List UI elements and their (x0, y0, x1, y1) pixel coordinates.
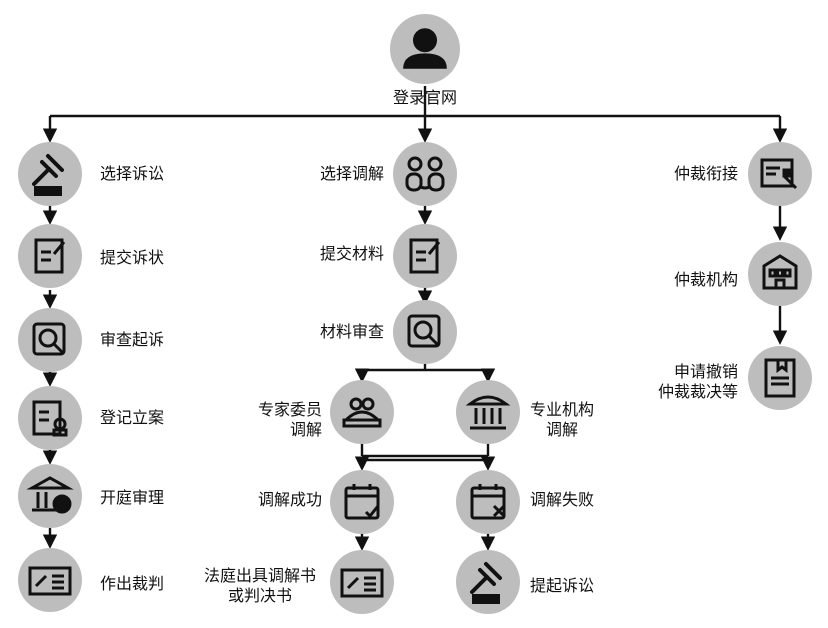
expert-committee-mediation-node (330, 380, 394, 444)
registration-form-icon (32, 400, 68, 437)
committee-table-icon (342, 397, 382, 428)
mediation-step-3-label: 材料审查 (319, 322, 384, 341)
institution-building-icon (465, 395, 511, 430)
root-label: 登录官网 (392, 88, 457, 107)
expert-mediation-line1: 专家委员 (257, 400, 322, 419)
bookmark-document-icon (764, 358, 796, 398)
courthouse-icon (26, 476, 74, 514)
court-issues-document-node (330, 550, 394, 614)
arbitration-final-line2: 仲裁裁决等 (657, 382, 738, 401)
mediation-success-label: 调解成功 (257, 490, 322, 509)
apply-revoke-award-node (748, 346, 812, 410)
file-lawsuit-node (456, 550, 520, 614)
judgment-certificate-icon (28, 566, 72, 596)
submit-complaint-node (18, 224, 82, 288)
register-case-node (18, 386, 82, 450)
mediation-failure-result-label: 提起诉讼 (530, 576, 595, 595)
arbitration-step-2-label: 仲裁机构 (673, 270, 738, 289)
user-icon (403, 28, 447, 69)
expert-mediation-line2: 调解 (289, 420, 322, 439)
select-mediation-node (393, 142, 457, 206)
submit-materials-node (393, 224, 457, 288)
litigation-step-6-label: 作出裁判 (100, 574, 165, 593)
litigation-step-1-label: 选择诉讼 (100, 164, 165, 183)
mediation-step-1-label: 选择调解 (319, 164, 384, 183)
arbitration-document-icon (760, 158, 798, 190)
calendar-x-icon (470, 484, 506, 520)
edit-document-icon (34, 238, 66, 274)
arbitration-final-label: 申请撤销 仲裁裁决等 (630, 362, 738, 402)
gavel-icon (32, 154, 64, 196)
mediation-success-node (330, 470, 394, 534)
root-user-node (390, 14, 460, 84)
office-building-icon (762, 254, 798, 290)
litigation-step-2-label: 提交诉状 (100, 248, 165, 267)
arbitration-final-line1: 申请撤销 (673, 362, 738, 381)
mediation-failure-label: 调解失败 (530, 490, 595, 509)
mediation-success-result-label: 法庭出具调解书 或判决书 (192, 566, 328, 606)
professional-institution-mediation-node (456, 380, 520, 444)
review-filing-node (18, 308, 82, 372)
issue-judgment-node (18, 548, 82, 612)
litigation-step-5-label: 开庭审理 (100, 488, 165, 507)
edit-document-icon (409, 238, 441, 274)
institution-mediation-label: 专业机构 调解 (522, 400, 602, 440)
expert-mediation-label: 专家委员 调解 (214, 400, 322, 440)
select-litigation-node (18, 142, 82, 206)
people-handshake-icon (405, 156, 445, 192)
litigation-step-3-label: 审查起诉 (100, 330, 165, 349)
calendar-check-icon (344, 484, 380, 520)
court-hearing-node (18, 464, 82, 528)
arbitration-link-node (748, 142, 812, 206)
arbitration-step-1-label: 仲裁衔接 (673, 164, 738, 183)
institution-mediation-line2: 调解 (545, 420, 578, 439)
arbitration-institution-node (748, 242, 812, 306)
magnifier-document-icon (407, 314, 441, 348)
material-review-node (393, 300, 457, 364)
success-result-line1: 法庭出具调解书 (203, 566, 316, 585)
judgment-certificate-icon (340, 568, 384, 598)
mediation-step-2-label: 提交材料 (319, 244, 384, 263)
institution-mediation-line1: 专业机构 (529, 400, 594, 419)
litigation-step-4-label: 登记立案 (100, 408, 165, 427)
success-result-line2: 或判决书 (227, 586, 292, 605)
gavel-icon (470, 562, 502, 604)
magnifier-document-icon (32, 322, 66, 356)
mediation-failure-node (456, 470, 520, 534)
